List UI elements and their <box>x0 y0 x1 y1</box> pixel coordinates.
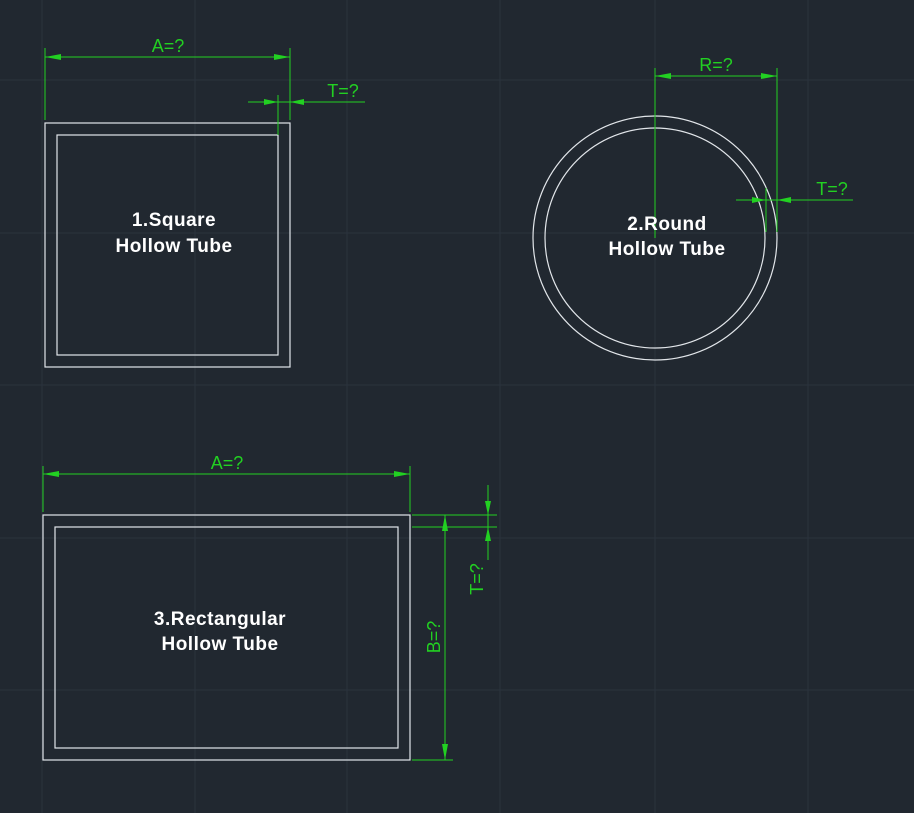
round-radius-dimension: R=? <box>654 55 778 238</box>
rectangular-title-line2: Hollow Tube <box>161 634 278 655</box>
rectangular-width-dimension: A=? <box>42 453 411 512</box>
round-radius-label: R=? <box>699 55 733 75</box>
square-width-dimension: A=? <box>44 36 291 120</box>
rectangular-outer-outline <box>42 514 411 761</box>
square-outer-outline <box>44 122 291 368</box>
round-title-line2: Hollow Tube <box>608 239 725 260</box>
square-title-line1: 1.Square <box>132 210 216 231</box>
rectangular-title-line1: 3.Rectangular <box>154 609 286 630</box>
square-width-label: A=? <box>152 36 185 56</box>
square-title-line2: Hollow Tube <box>115 236 232 257</box>
rectangular-inner-outline <box>54 526 399 749</box>
square-thickness-label: T=? <box>327 81 359 101</box>
round-title-line1: 2.Round <box>627 214 707 235</box>
rectangular-width-label: A=? <box>211 453 244 473</box>
rectangular-thickness-dimension: T=? <box>412 485 497 595</box>
square-thickness-dimension: T=? <box>248 81 365 135</box>
rectangular-hollow-tube: A=? B=? T=? 3.Rectangular Hollow Tube <box>42 453 497 761</box>
rectangular-height-dimension: B=? <box>412 514 497 761</box>
rectangular-thickness-label: T=? <box>467 563 487 595</box>
round-hollow-tube: R=? T=? 2.Round Hollow Tube <box>532 55 853 361</box>
rectangular-height-label: B=? <box>424 621 444 654</box>
round-thickness-dimension: T=? <box>736 179 853 232</box>
square-inner-outline <box>56 134 279 356</box>
round-thickness-label: T=? <box>816 179 848 199</box>
square-hollow-tube: A=? T=? 1.Square Hollow Tube <box>44 36 365 368</box>
